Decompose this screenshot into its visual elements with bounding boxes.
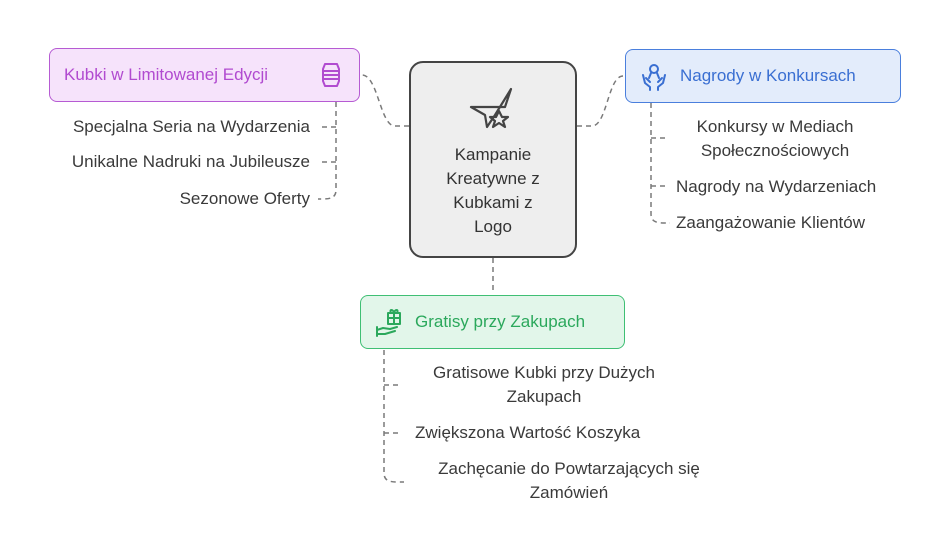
connector-gifts-trunk xyxy=(383,350,404,483)
leaf-line: Zwiększona Wartość Koszyka xyxy=(415,423,641,442)
leaf-line: Zaangażowanie Klientów xyxy=(676,213,866,232)
category-contests: Nagrody w Konkursach xyxy=(625,49,901,103)
connector-contests-trunk xyxy=(650,103,670,224)
leaf-social-media-contests: Konkursy w Mediach Społecznościowych xyxy=(675,115,875,163)
leaf-line: Zachęcanie do Powtarzających się xyxy=(438,459,700,478)
leaf-seasonal-offers: Sezonowe Oferty xyxy=(180,187,310,211)
leaf-line: Społecznościowych xyxy=(700,141,850,160)
leaf-line: Gratisowe Kubki przy Dużych xyxy=(432,363,656,382)
leaf-line: Zamówień xyxy=(529,483,609,502)
leaf-unique-prints: Unikalne Nadruki na Jubileusze xyxy=(72,150,310,174)
leaf-customer-engagement: Zaangażowanie Klientów xyxy=(676,211,912,235)
center-label-line: Logo xyxy=(474,216,512,236)
connector-center-limited xyxy=(361,74,409,127)
category-title: Gratisy przy Zakupach xyxy=(415,312,586,331)
leaf-line: Nagrody na Wydarzeniach xyxy=(676,177,877,196)
cup-icon xyxy=(322,63,340,87)
leaf-line: Sezonowe Oferty xyxy=(179,189,310,208)
leaf-line: Unikalne Nadruki na Jubileusze xyxy=(71,152,310,171)
leaf-line: Specjalna Seria na Wydarzenia xyxy=(72,117,310,136)
star-flag-icon xyxy=(469,87,513,128)
center-label-line: Kubkami z xyxy=(453,192,533,212)
center-label-line: Kampanie xyxy=(454,144,532,164)
leaf-line: Konkursy w Mediach xyxy=(696,117,854,136)
category-title: Nagrody w Konkursach xyxy=(680,66,856,85)
leaf-free-cups: Gratisowe Kubki przy Dużych Zakupach xyxy=(404,361,684,409)
connector-limited-trunk xyxy=(318,102,337,200)
leaf-repeat-orders: Zachęcanie do Powtarzających się Zamówie… xyxy=(404,457,734,505)
leaf-basket-value: Zwiększona Wartość Koszyka xyxy=(415,421,715,445)
leaf-special-series: Specjalna Seria na Wydarzenia xyxy=(73,115,310,139)
gift-hand-icon xyxy=(376,309,401,337)
category-title: Kubki w Limitowanej Edycji xyxy=(64,65,269,84)
center-label-line: Kreatywne z xyxy=(446,168,540,188)
connector-center-contests xyxy=(577,75,624,127)
category-gifts: Gratisy przy Zakupach xyxy=(360,295,625,349)
leaf-line: Zakupach xyxy=(506,387,582,406)
center-label: Kampanie Kreatywne z Kubkami z Logo xyxy=(446,143,540,239)
leaf-event-prizes: Nagrody na Wydarzeniach xyxy=(676,175,912,199)
category-limited-edition: Kubki w Limitowanej Edycji xyxy=(49,48,360,102)
award-hands-icon xyxy=(642,64,666,91)
center-node: Kampanie Kreatywne z Kubkami z Logo xyxy=(409,61,577,258)
